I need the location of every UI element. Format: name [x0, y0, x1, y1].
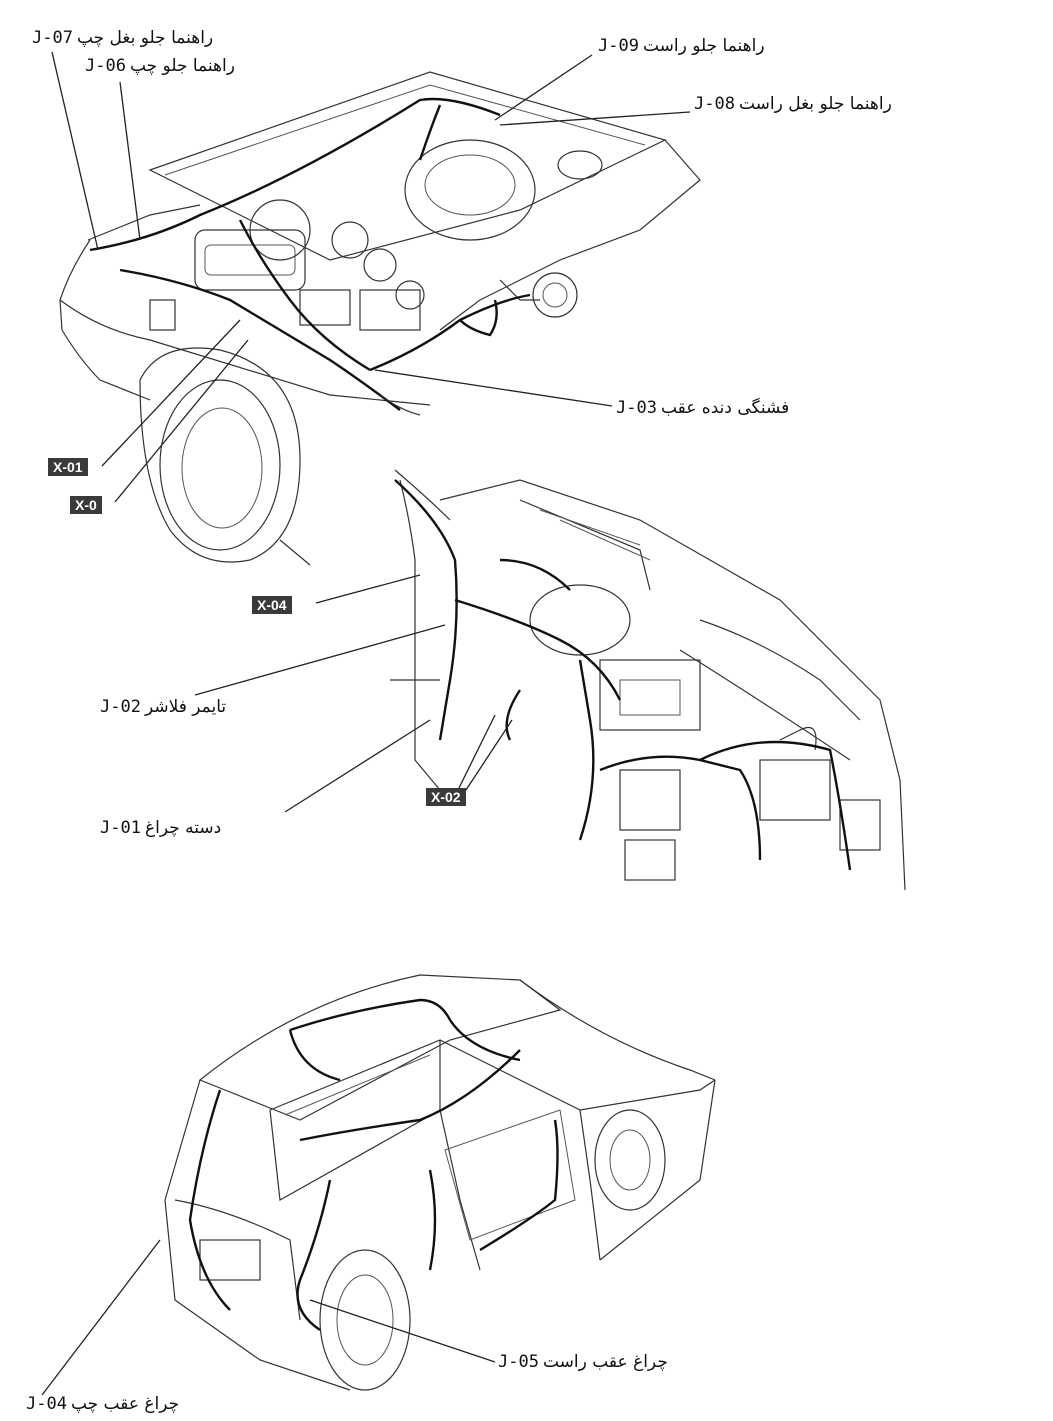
label-code: J-06: [85, 56, 126, 76]
label-code: J-04: [26, 1394, 67, 1414]
label-text: فشنگی دنده عقب: [660, 398, 790, 418]
label-code: J-07: [32, 28, 73, 48]
leader-lines: [41, 51, 691, 1396]
connector-tag-x0: X-0: [70, 496, 102, 514]
label-text: راهنما جلو چپ: [129, 56, 235, 76]
label-text: راهنما جلو بغل راست: [738, 94, 892, 114]
label-code: J-02: [100, 697, 141, 717]
label-code: J-09: [598, 36, 639, 56]
label-code: J-03: [616, 398, 657, 418]
connector-tag-x04: X-04: [252, 596, 292, 614]
engine-bay-illustration: [59, 71, 701, 566]
dashboard-illustration: [390, 469, 906, 891]
connector-tag-x02: X-02: [426, 788, 466, 806]
rear-car-illustration: [164, 974, 716, 1391]
label-text: تایمر فلاشر: [144, 697, 227, 717]
label-text: چراغ عقب راست: [542, 1352, 668, 1372]
label-code: J-05: [498, 1352, 539, 1372]
label-text: راهنما جلو راست: [642, 36, 765, 56]
connector-tag-x01: X-01: [48, 458, 88, 476]
label-text: دسته چراغ: [144, 818, 222, 838]
label-code: J-01: [100, 818, 141, 838]
label-text: راهنما جلو بغل چپ: [76, 28, 214, 48]
label-text: چراغ عقب چپ: [70, 1394, 180, 1414]
label-code: J-08: [694, 94, 735, 114]
